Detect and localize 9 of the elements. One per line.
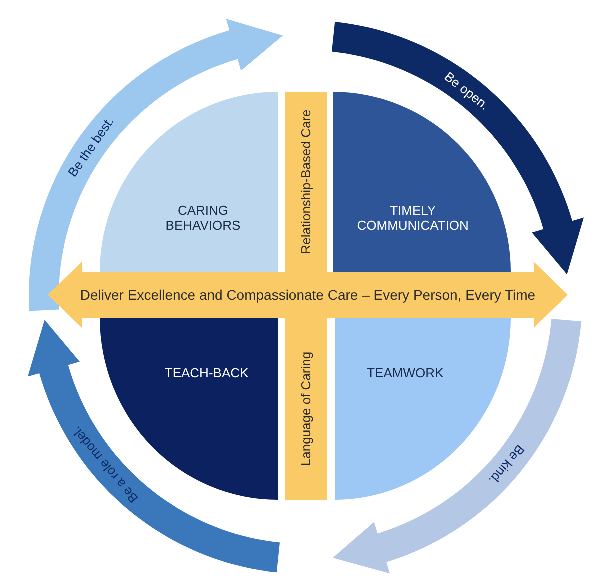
quadrant-label: TEAMWORK [366,365,445,380]
quadrant-label: TEACH-BACK [164,365,250,380]
banner-label: Deliver Excellence and Compassionate Care – Every Person, Every Time [80,287,536,303]
vertical-banner [285,318,327,500]
banner-label: Language of Caring [298,352,314,466]
quadrant-label: TIMELY COMMUNICATION [356,203,470,233]
vertical-banner [285,92,327,272]
quadrant-label: CARING BEHAVIORS [164,203,242,233]
banner-label: Relationship-Based Care [298,110,314,254]
